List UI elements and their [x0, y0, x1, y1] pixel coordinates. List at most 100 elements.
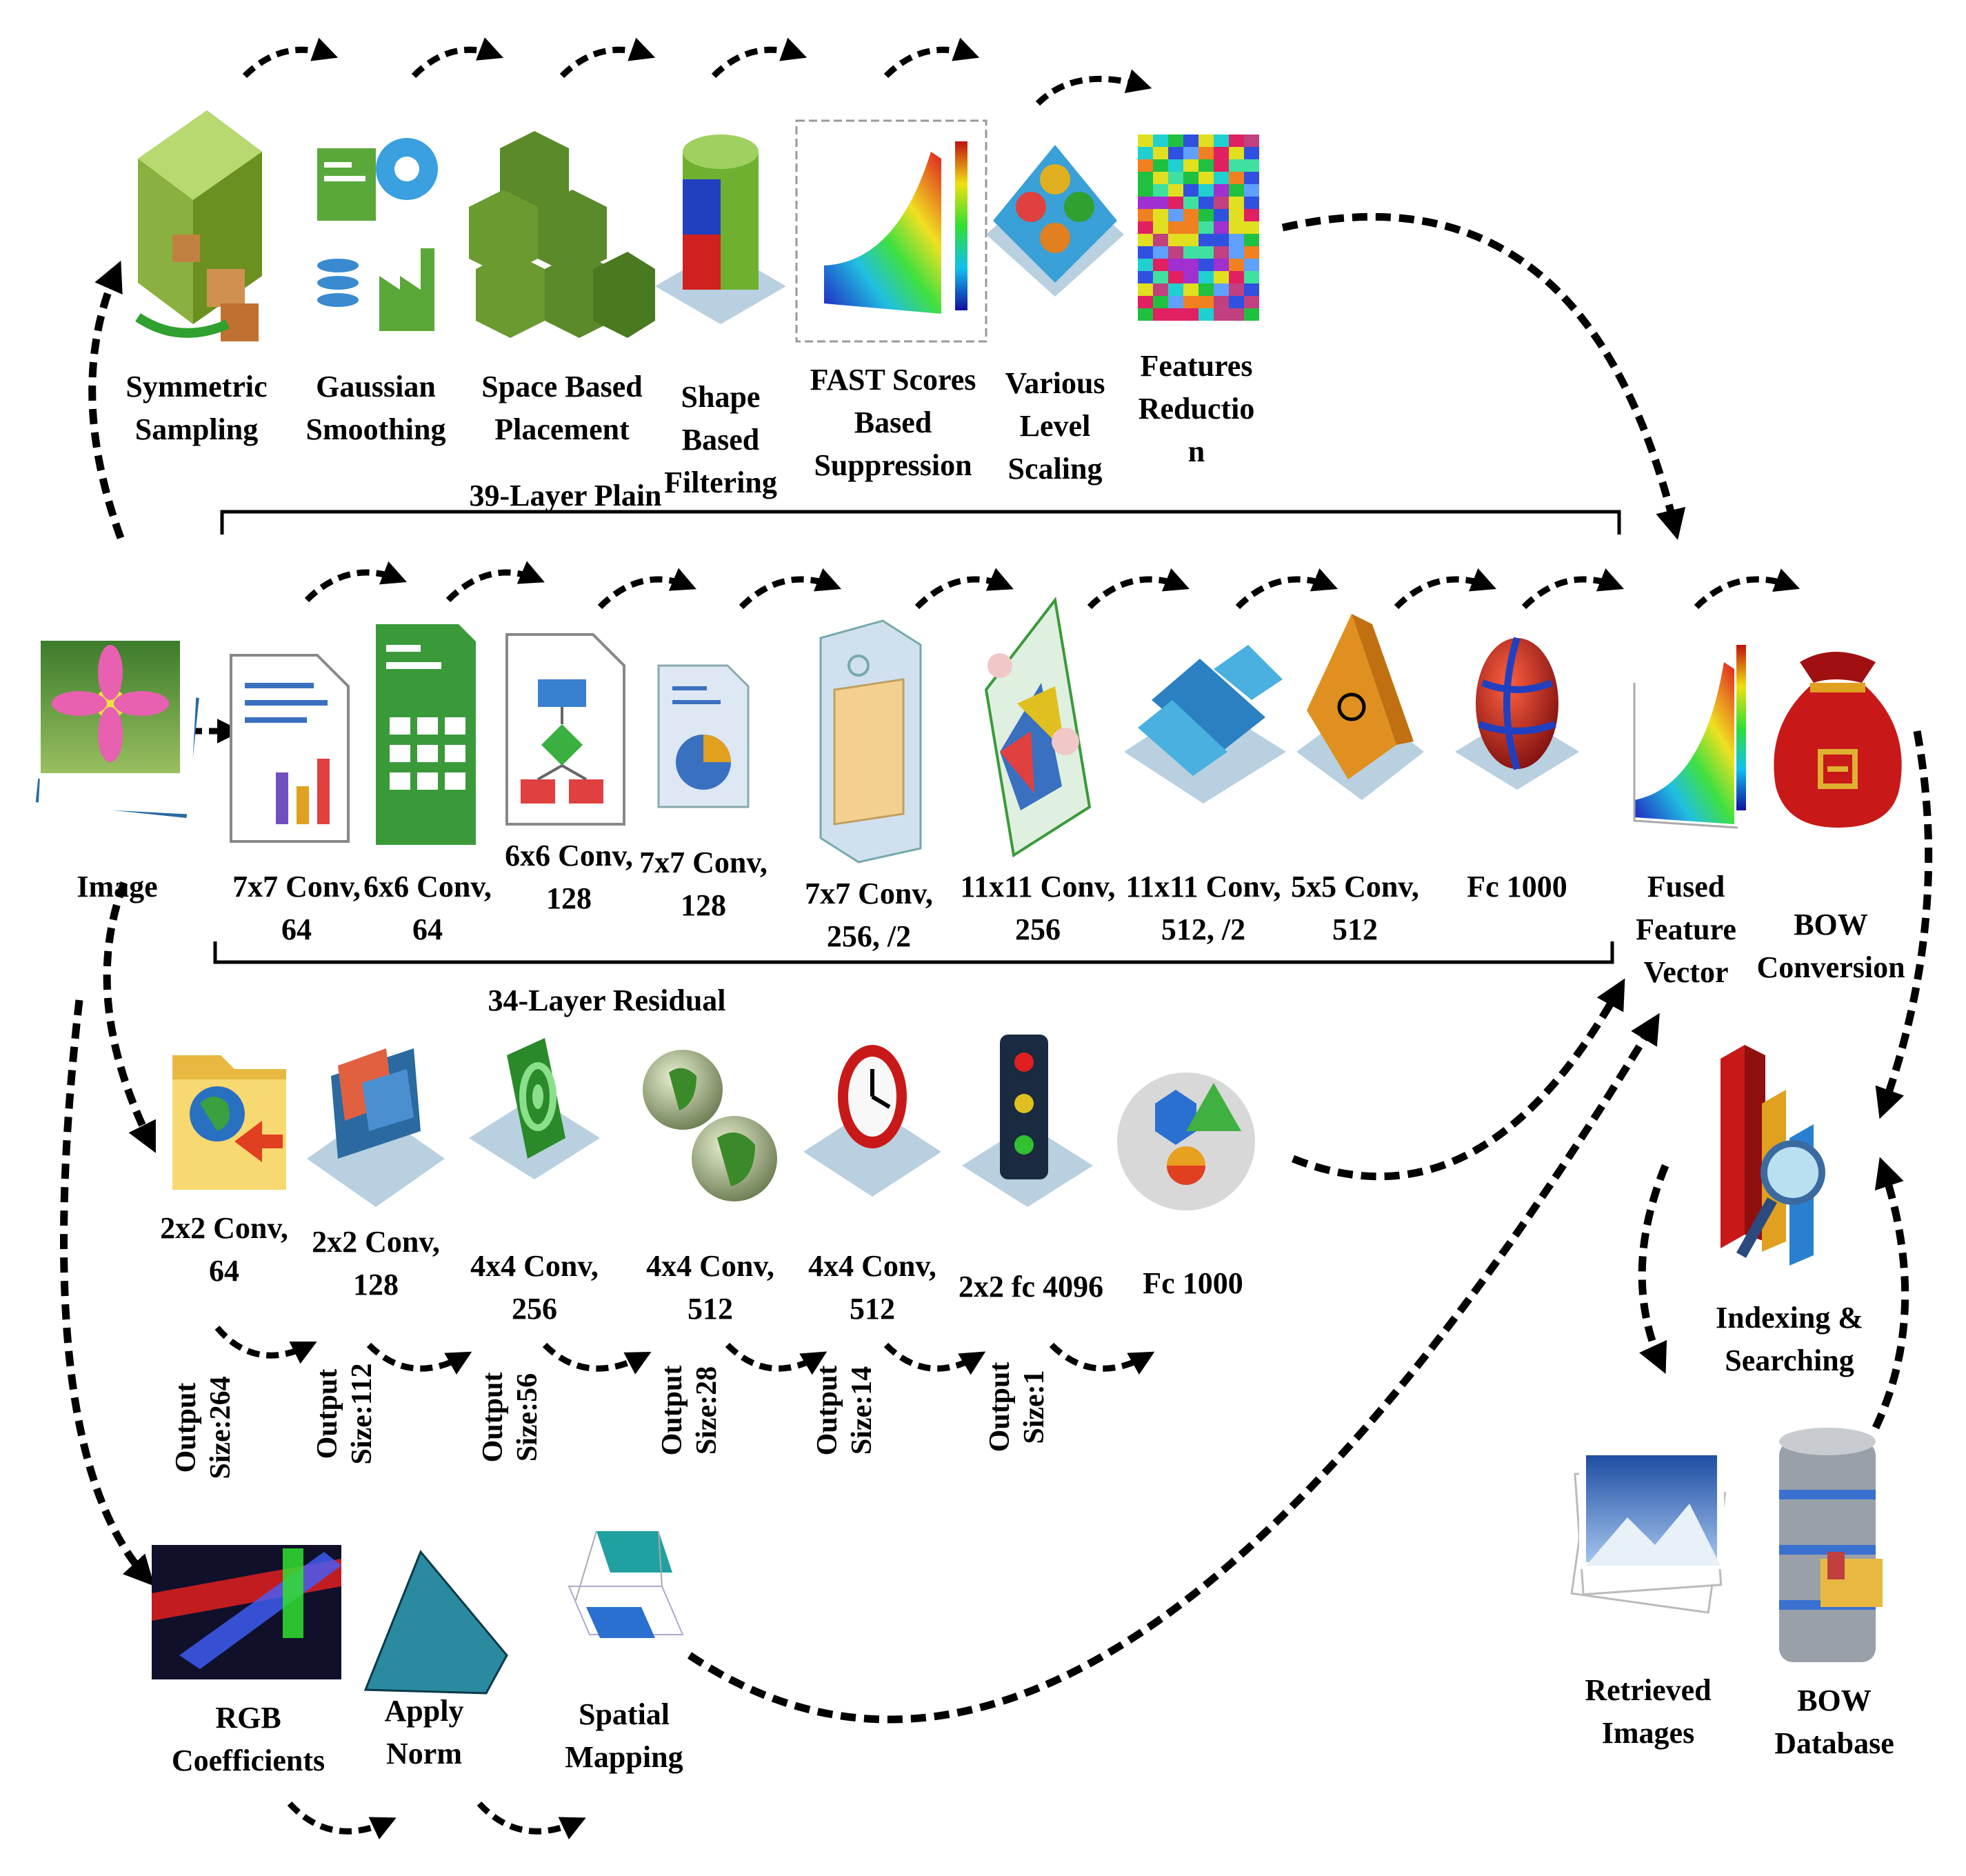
mosaic-cell [1229, 134, 1244, 147]
mosaic-cell [1138, 308, 1153, 321]
layer-label-11x11-256: 11x11 Conv,256 [960, 870, 1116, 946]
mosaic-cell [1244, 283, 1259, 296]
layer-brackets [213, 510, 1621, 964]
shapes-disc-icon [1117, 1072, 1255, 1210]
bracket-label-39-layer-plain: 39-Layer Plain [469, 479, 662, 512]
mosaic-cell [1214, 271, 1229, 283]
mosaic-cell [1183, 134, 1198, 147]
mosaic-cell [1168, 159, 1183, 172]
blue-tool-icon [1124, 645, 1286, 804]
mosaic-cell [1153, 271, 1168, 283]
mosaic-cell [1198, 308, 1214, 321]
mosaic-cell [1198, 283, 1214, 296]
mosaic-cell [1138, 209, 1153, 221]
layer-label-2x2-128: 2x2 Conv,128 [312, 1225, 440, 1301]
mosaic-cell [1183, 234, 1198, 246]
mosaic-cell [1153, 159, 1168, 172]
mosaic-cell [1153, 184, 1168, 197]
mosaic-cell [1153, 134, 1168, 147]
money-bag-icon [1774, 652, 1902, 828]
mosaic-cell [1138, 296, 1153, 308]
mosaic-cell [1198, 197, 1214, 209]
mosaic-cell [1138, 259, 1153, 271]
image-stack-icon [35, 635, 199, 819]
photo-laptop-icon [307, 1048, 445, 1207]
mosaic-cell [1214, 159, 1229, 172]
mosaic-cell [1153, 259, 1168, 271]
mosaic-cell [1229, 283, 1244, 296]
mosaic-cell [1214, 221, 1229, 234]
mosaic-cell [1183, 184, 1198, 197]
mosaic-cell [1153, 283, 1168, 296]
mosaic-cell [1198, 172, 1214, 184]
layer-label-7x7-256: 7x7 Conv,256, /2 [805, 877, 933, 953]
mosaic-cell [1168, 296, 1183, 308]
mosaic-cell [1198, 209, 1214, 221]
mosaic-cell [1229, 209, 1244, 221]
mosaic-cell [1183, 283, 1198, 296]
layer-label-6x6-128: 6x6 Conv,128 [505, 839, 633, 915]
mosaic-cell [1214, 246, 1229, 259]
mosaic-cell [1168, 147, 1183, 159]
pie-cylinder-icon [655, 134, 786, 324]
mosaic-icon [1138, 134, 1259, 321]
mosaic-cell [1168, 209, 1183, 221]
mosaic-cell [1244, 296, 1259, 308]
mosaic-cell [1214, 209, 1229, 221]
mosaic-cell [1214, 296, 1229, 308]
crates-icon [469, 131, 655, 338]
layer-label-4x4-256: 4x4 Conv,256 [470, 1249, 599, 1326]
mosaic-cell [1214, 197, 1229, 209]
mosaic-cell [1168, 221, 1183, 234]
mosaic-cell [1229, 197, 1244, 209]
mosaic-cell [1229, 234, 1244, 246]
layer-label-fc1000-bottom: Fc 1000 [1143, 1266, 1243, 1300]
mosaic-cell [1168, 283, 1183, 296]
mosaic-cell [1183, 147, 1198, 159]
rgb-coefficients-icon [152, 1545, 341, 1679]
calculator-icon [986, 145, 1124, 297]
mosaic-cell [1229, 259, 1244, 271]
mosaic-cell [1229, 159, 1244, 172]
layer-label-7x7-128: 7x7 Conv,128 [639, 846, 768, 922]
indexing-searching-label: Indexing &Searching [1716, 1301, 1863, 1377]
mosaic-cell [1214, 234, 1229, 246]
step-arrows [190, 37, 1801, 1840]
apply-norm-icon [363, 1550, 508, 1695]
mosaic-cell [1229, 172, 1244, 184]
flow-arrows [60, 212, 1933, 1724]
server-panel-icon [819, 619, 922, 864]
mosaic-cell [1183, 259, 1198, 271]
mosaic-cell [1214, 134, 1229, 147]
layer-label-2x2-fc4096: 2x2 fc 4096 [958, 1270, 1104, 1304]
layer-label-4x4-512a: 4x4 Conv,512 [646, 1249, 774, 1326]
mosaic-cell [1198, 134, 1214, 147]
mosaic-cell [1183, 172, 1198, 184]
layer-label-7x7-64: 7x7 Conv,64 [232, 870, 361, 946]
mosaic-cell [1153, 209, 1168, 221]
mosaic-cell [1138, 147, 1153, 159]
mosaic-cell [1138, 159, 1153, 172]
mosaic-cell [1153, 147, 1168, 159]
layer-label-5x5-512: 5x5 Conv,512 [1291, 870, 1419, 946]
truck-icon [135, 110, 262, 341]
mosaic-cell [1244, 159, 1259, 172]
mosaic-cell [1229, 147, 1244, 159]
mosaic-cell [1229, 184, 1244, 197]
mosaic-cell [1183, 296, 1198, 308]
layer-label-fc1000-mid: Fc 1000 [1467, 870, 1567, 904]
mosaic-cell [1168, 134, 1183, 147]
mosaic-cell [1168, 259, 1183, 271]
mosaic-cell [1214, 172, 1229, 184]
mosaic-cell [1138, 271, 1153, 283]
mosaic-cell [1138, 172, 1153, 184]
